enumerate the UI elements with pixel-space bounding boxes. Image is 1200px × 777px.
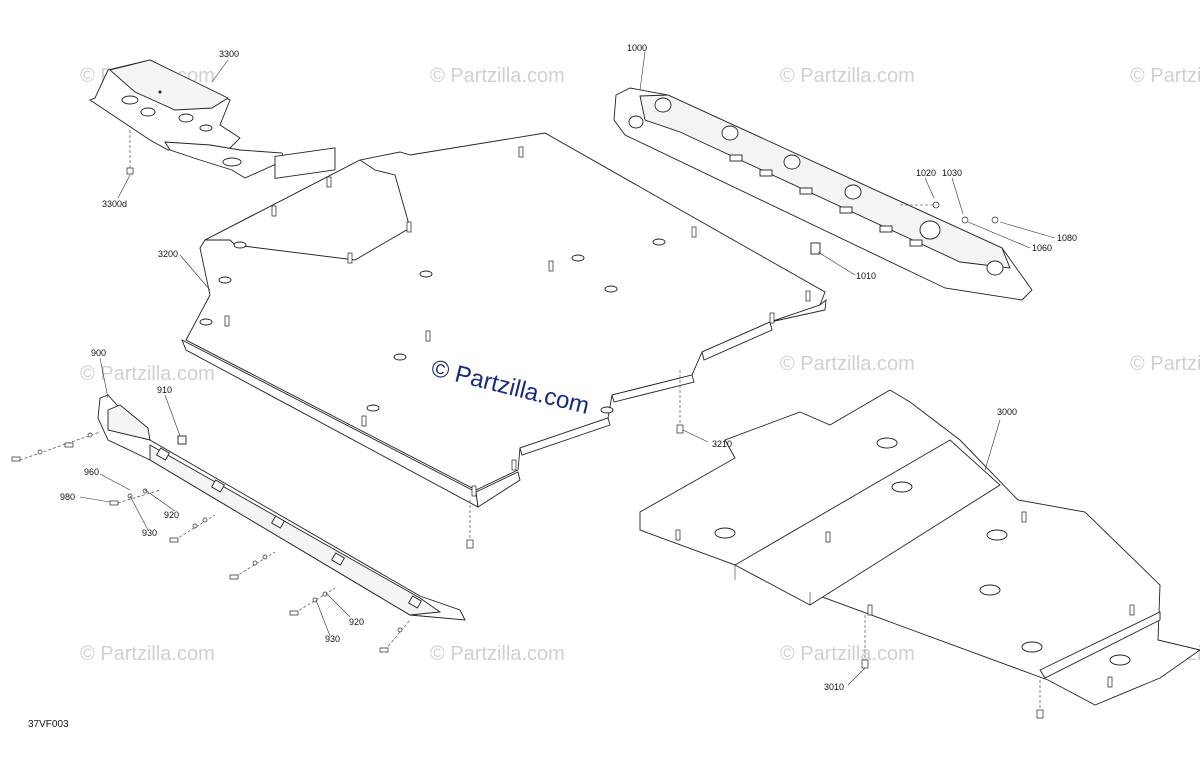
- watermark-faint: © Partzilla.com: [780, 65, 915, 87]
- callout-1060: 1060: [1032, 243, 1052, 253]
- leader-lines: [79, 51, 1056, 686]
- watermark-faint: © Partzilla.com: [1130, 65, 1200, 87]
- part-1000-rail: [613, 87, 1033, 301]
- callout-920: 920: [164, 510, 179, 520]
- callout-1000: 1000: [627, 43, 647, 53]
- part-3200-floor-panel: [181, 132, 827, 508]
- watermark-faint: © Partzilla.com: [430, 643, 565, 665]
- callout-3300: 3300: [219, 49, 239, 59]
- fasteners-900: [11, 431, 411, 653]
- callout-900: 900: [91, 348, 106, 358]
- callout-3000: 3000: [997, 407, 1017, 417]
- callout-3010: 3010: [824, 682, 844, 692]
- callout-980: 980: [60, 492, 75, 502]
- callout-910: 910: [157, 385, 172, 395]
- watermark-faint: © Partzilla.com: [780, 353, 915, 375]
- callout-930: 930: [325, 634, 340, 644]
- watermark-faint: © Partzilla.com: [430, 65, 565, 87]
- watermark-faint: © Partzilla.com: [80, 363, 215, 385]
- callout-930: 930: [142, 528, 157, 538]
- callout-1020: 1020: [916, 168, 936, 178]
- callout-1030: 1030: [942, 168, 962, 178]
- callout-1010: 1010: [856, 271, 876, 281]
- part-3000-skid-plate: [639, 389, 1200, 706]
- callout-960: 960: [84, 467, 99, 477]
- watermark-faint: © Partzilla.com: [80, 643, 215, 665]
- callout-920: 920: [349, 617, 364, 627]
- callout-1080: 1080: [1057, 233, 1077, 243]
- callout-labels: 3300 3300d 3200 1000 1020 1030 1080 1060…: [60, 43, 1077, 692]
- part-1010-clip: [810, 242, 821, 255]
- watermark-faint: © Partzilla.com: [1130, 353, 1200, 375]
- callout-3210: 3210: [712, 439, 732, 449]
- part-3300-skid-plate: [89, 59, 286, 179]
- callout-3200: 3200: [158, 249, 178, 259]
- watermark-faint: © Partzilla.com: [780, 643, 915, 665]
- part-900-trim-bar: [97, 394, 466, 621]
- diagram-code: 37VF003: [28, 719, 69, 730]
- callout-3300d: 3300d: [102, 199, 127, 209]
